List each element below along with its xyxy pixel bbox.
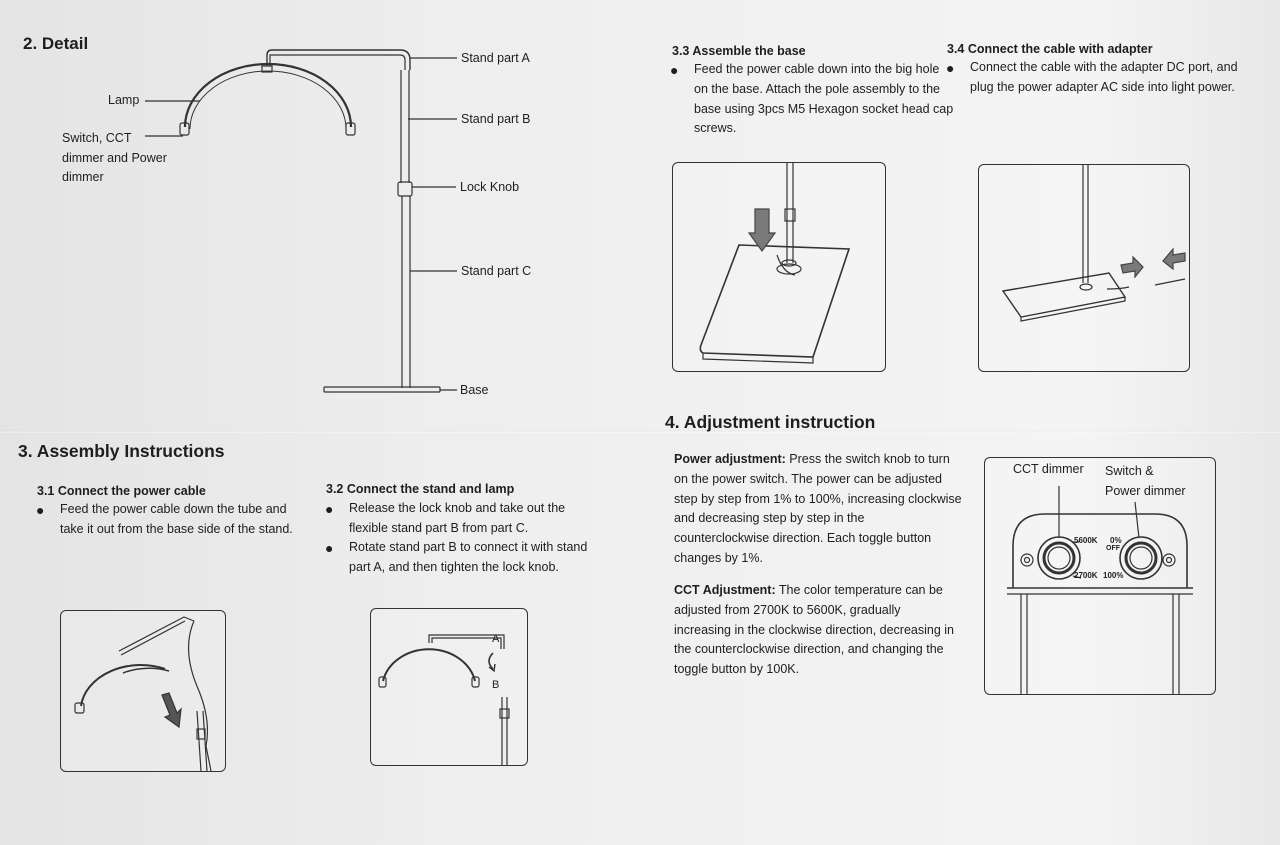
step-3-2-text-2: Rotate stand part B to connect it with s… <box>349 538 587 578</box>
bullet: ● <box>670 62 679 78</box>
figure-3-3-base-diagram <box>699 163 851 364</box>
label-stand-part-b: Stand part B <box>461 112 531 126</box>
power-adjustment-text: Power adjustment: Press the switch knob … <box>674 450 974 569</box>
bullet: ● <box>325 540 334 556</box>
step-3-2-heading: 3.2 Connect the stand and lamp <box>326 482 515 496</box>
figure-3-4-adapter-diagram <box>1001 165 1186 322</box>
label-stand-part-c: Stand part C <box>461 264 532 278</box>
text-line: CCT Adjustment: The color temperature ca… <box>674 581 974 601</box>
label-lamp: Lamp <box>108 93 140 107</box>
label-lock-knob: Lock Knob <box>460 180 520 194</box>
label-off: OFF <box>1106 545 1120 552</box>
step-3-3-heading: 3.3 Assemble the base <box>672 44 806 58</box>
label-2700k: 2700K <box>1074 571 1098 580</box>
stand-detail-diagram <box>145 49 457 393</box>
label-switch-power-dimmer: Switch & Power dimmer <box>1105 462 1186 501</box>
label-switch: Switch, CCT dimmer and Power dimmer <box>62 129 167 188</box>
step-3-1-heading: 3.1 Connect the power cable <box>37 484 206 498</box>
text-line: base using 3pcs M5 Hexagon socket head c… <box>694 101 954 116</box>
cct-label: CCT Adjustment: <box>674 583 776 597</box>
control-panel-frame: CCT dimmer Switch & Power dimmer 5600K 2… <box>984 457 1216 695</box>
step-3-4-heading: 3.4 Connect the cable with adapter <box>947 42 1153 56</box>
figure-3-2-frame: A B <box>370 608 528 766</box>
text-line: screws. <box>694 121 737 136</box>
paper-fold <box>0 430 1280 433</box>
text-run: The color temperature can be <box>775 583 943 597</box>
text-line: Power dimmer <box>1105 483 1186 498</box>
text-line: flexible stand part B from part C. <box>349 520 529 535</box>
power-label: Power adjustment: <box>674 452 786 466</box>
text-line: adjusted from 2700K to 5600K, gradually <box>674 602 901 617</box>
text-line: changes by 1%. <box>674 550 763 565</box>
text-line: on the base. Attach the pole assembly to… <box>694 81 940 96</box>
text-line: Feed the power cable down the tube and <box>60 502 287 516</box>
text-line: Feed the power cable down into the big h… <box>694 62 940 76</box>
text-line: step by step from 1% to 100%, increasing… <box>674 491 962 506</box>
label-0-percent: 0% <box>1110 536 1122 545</box>
bullet: ● <box>946 60 955 76</box>
label-100-percent: 100% <box>1103 571 1124 580</box>
text-line: Power adjustment: Press the switch knob … <box>674 450 974 470</box>
text-line: the counterclockwise direction, and chan… <box>674 642 944 657</box>
assembly-title: 3. Assembly Instructions <box>18 441 225 461</box>
label-cct-dimmer: CCT dimmer <box>1013 462 1084 476</box>
step-3-3-text: Feed the power cable down into the big h… <box>694 60 953 139</box>
text-line: and decreasing step by step in the <box>674 511 865 526</box>
text-line: plug the power adapter AC side into ligh… <box>970 79 1235 94</box>
label-switch-line: Switch, CCT <box>62 131 132 145</box>
text-line: Release the lock knob and take out the <box>349 501 566 515</box>
step-3-4-text: Connect the cable with the adapter DC po… <box>970 58 1238 98</box>
figure-label-b: B <box>492 679 500 691</box>
step-3-2-text-1: Release the lock knob and take out the f… <box>349 499 565 539</box>
text-line: counterclockwise direction. Each toggle … <box>674 531 932 546</box>
step-3-1-text: Feed the power cable down the tube and t… <box>60 500 293 540</box>
control-panel-diagram <box>1007 486 1193 694</box>
figure-3-1-frame <box>60 610 226 772</box>
text-line: toggle button by 100K. <box>674 662 800 677</box>
text-line: Rotate stand part B to connect it with s… <box>349 540 588 554</box>
text-run: Press the switch knob to turn <box>785 452 950 466</box>
text-line: take it out from the base side of the st… <box>60 521 293 536</box>
text-line: increasing in the clockwise direction, d… <box>674 622 955 637</box>
cct-adjustment-text: CCT Adjustment: The color temperature ca… <box>674 581 974 680</box>
figure-3-4-frame <box>978 164 1190 372</box>
label-switch-line: dimmer and Power <box>62 150 167 165</box>
figure-3-1-cable-diagram <box>74 616 212 771</box>
text-line: Connect the cable with the adapter DC po… <box>970 60 1238 74</box>
label-switch-line: dimmer <box>62 170 104 185</box>
label-base: Base <box>460 383 489 397</box>
detail-title: 2. Detail <box>23 34 89 53</box>
text-line: part A, and then tighten the lock knob. <box>349 559 559 574</box>
figure-3-3-frame <box>672 162 886 372</box>
text-line: on the power switch. The power can be ad… <box>674 471 942 486</box>
label-stand-part-a: Stand part A <box>461 51 530 65</box>
figure-3-2-stand-diagram <box>378 634 510 765</box>
bullet: ● <box>36 502 45 518</box>
label-5600k: 5600K <box>1074 536 1098 545</box>
text-line: Switch & <box>1105 464 1154 478</box>
bullet: ● <box>325 501 334 517</box>
adjust-title: 4. Adjustment instruction <box>665 412 876 432</box>
figure-label-a: A <box>492 633 500 645</box>
